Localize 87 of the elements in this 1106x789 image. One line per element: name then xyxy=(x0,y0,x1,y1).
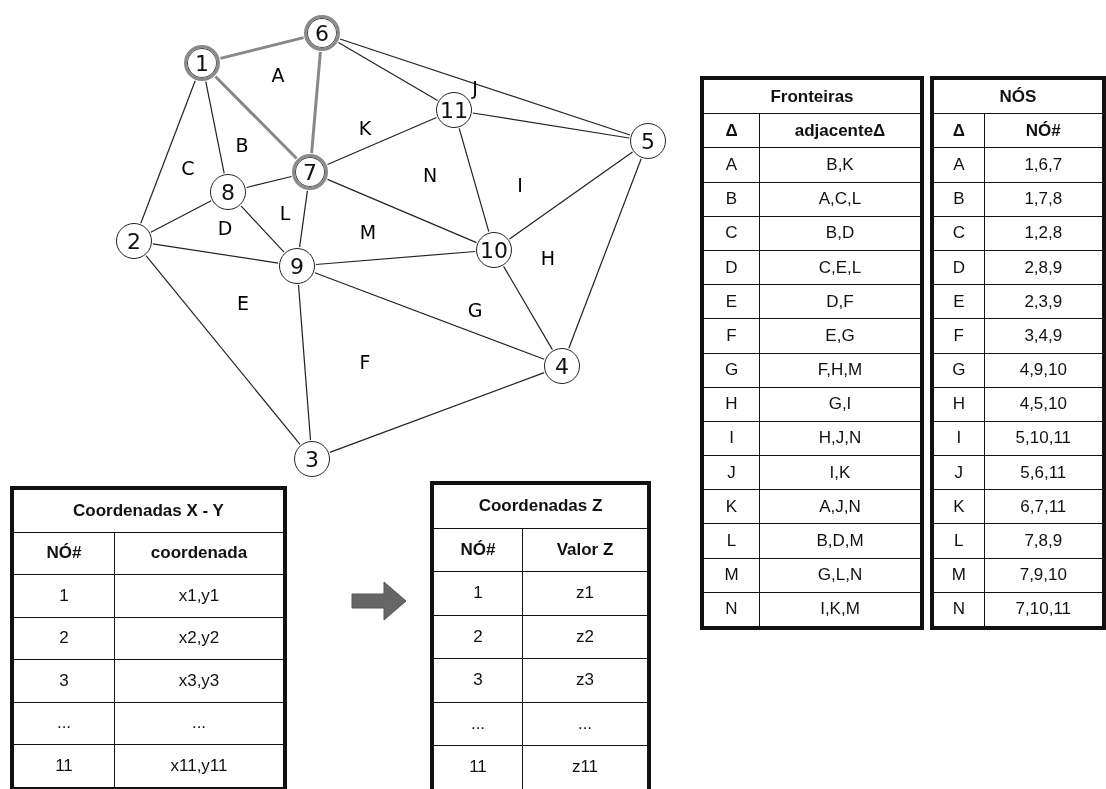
edge-line xyxy=(245,175,293,189)
node-circle: 7 xyxy=(292,154,328,190)
table-cell: B xyxy=(932,182,985,217)
table-cell: H xyxy=(932,387,985,422)
table-cell: 1 xyxy=(12,574,115,617)
node-circle: 10 xyxy=(476,232,512,268)
table-cell: M xyxy=(702,558,760,593)
edge-line xyxy=(326,178,478,244)
edge-line xyxy=(205,81,225,174)
table-cell: D xyxy=(702,250,760,285)
node-circle: 4 xyxy=(544,348,580,384)
edge-line xyxy=(140,80,196,224)
table-cell: 3 xyxy=(12,659,115,702)
table-cell: J xyxy=(932,455,985,490)
table-header: NÓ# xyxy=(12,532,115,575)
table-cell: D xyxy=(932,250,985,285)
triangle-label: I xyxy=(517,174,523,196)
node-circle: 9 xyxy=(279,248,315,284)
table-cell: I xyxy=(702,421,760,456)
triangle-label: H xyxy=(540,247,556,269)
table-cell: 3 xyxy=(432,658,523,702)
table-cell: 1 xyxy=(432,571,523,615)
table-cell: B xyxy=(702,182,760,217)
triangle-label: C xyxy=(181,157,195,179)
edge-line xyxy=(150,200,212,233)
edge-line xyxy=(503,265,553,351)
node-circle: 1 xyxy=(184,45,220,81)
table-cell: C xyxy=(702,216,760,251)
triangle-label: K xyxy=(358,117,372,139)
node-circle: 11 xyxy=(436,92,472,128)
table-cell: A xyxy=(702,147,760,183)
edge-line xyxy=(220,36,304,60)
edge-line xyxy=(568,158,642,349)
edge-line xyxy=(314,272,545,360)
table-cell: A xyxy=(932,147,985,183)
table-cell: L xyxy=(702,523,760,559)
table-header: Δ xyxy=(932,113,985,148)
node-circle: 5 xyxy=(630,123,666,159)
table-cell: I xyxy=(932,421,985,456)
table-header: Δ xyxy=(702,113,760,148)
table-cell: ... xyxy=(432,702,523,746)
edge-line xyxy=(472,112,630,139)
node-circle: 6 xyxy=(304,15,340,51)
edge-line xyxy=(458,127,490,233)
edge-line xyxy=(339,38,631,136)
edge-line xyxy=(326,116,438,166)
triangle-label: M xyxy=(359,221,377,243)
edge-line xyxy=(508,151,634,240)
table-cell: ... xyxy=(12,702,115,745)
edge-line xyxy=(145,255,301,445)
edge-line xyxy=(310,51,322,154)
triangle-label: L xyxy=(279,202,291,224)
edge-line xyxy=(299,190,308,248)
table-cell: E xyxy=(702,284,760,319)
triangle-label: B xyxy=(235,134,249,156)
triangle-label: D xyxy=(217,217,233,239)
triangle-label: J xyxy=(472,77,478,99)
table-cell: E xyxy=(932,284,985,319)
table-cell: K xyxy=(702,489,760,524)
table-cell: G xyxy=(702,353,760,388)
edge-line xyxy=(152,243,279,264)
edge-line xyxy=(214,75,298,160)
table-cell: G xyxy=(932,353,985,388)
table-cell: C xyxy=(932,216,985,251)
table-cell: J xyxy=(702,455,760,490)
table-cell: F xyxy=(702,318,760,353)
table-cell: K xyxy=(932,489,985,524)
table-cell: L xyxy=(932,523,985,559)
node-circle: 3 xyxy=(294,441,330,477)
triangle-label: G xyxy=(467,299,483,321)
triangle-label: F xyxy=(359,351,371,373)
edge-line xyxy=(315,250,476,266)
triangle-label: A xyxy=(271,64,285,86)
table-cell: H xyxy=(702,387,760,422)
edge-line xyxy=(329,372,545,453)
table-header: NÓ# xyxy=(432,528,523,572)
node-circle: 8 xyxy=(210,174,246,210)
triangle-label: E xyxy=(237,292,249,314)
edge-line xyxy=(337,42,439,101)
table-cell: M xyxy=(932,558,985,593)
triangle-label: N xyxy=(422,164,438,186)
edge-line xyxy=(240,205,285,253)
table-cell: 2 xyxy=(432,615,523,659)
table-cell: 2 xyxy=(12,617,115,660)
node-circle: 2 xyxy=(116,223,152,259)
table-cell: F xyxy=(932,318,985,353)
edge-line xyxy=(297,284,312,441)
